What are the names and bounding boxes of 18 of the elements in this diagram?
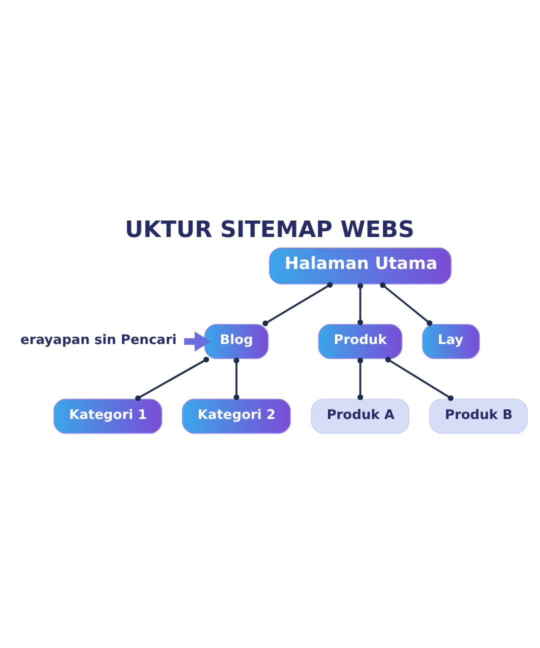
connector — [380, 282, 432, 326]
node-box: Kategori 1 — [54, 398, 162, 434]
connector — [135, 356, 210, 401]
node-box: Produk B — [429, 398, 528, 434]
node-box: Produk A — [311, 398, 410, 434]
connector — [262, 282, 333, 326]
connector — [234, 357, 240, 400]
node-text: erayapan sin Pencari — [20, 332, 177, 348]
node-box: Kategori 2 — [182, 398, 291, 434]
connector — [357, 357, 364, 400]
node-box: Halaman Utama — [269, 246, 452, 284]
node-box: Blog — [204, 324, 269, 358]
node-box: Produk — [318, 324, 402, 358]
node-box: Lay — [422, 324, 480, 358]
diagram-title: UKTUR SITEMAP WEBS — [124, 216, 415, 242]
arrow — [184, 331, 211, 351]
connector — [385, 356, 454, 400]
connector — [357, 282, 364, 325]
